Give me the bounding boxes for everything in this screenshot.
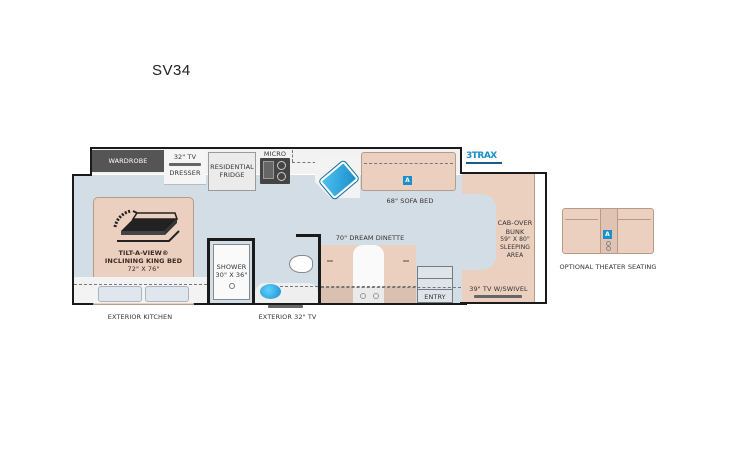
micro-label: MICRO xyxy=(263,150,287,158)
pillow xyxy=(145,286,189,302)
residential-fridge: RESIDENTIAL FRIDGE xyxy=(208,152,256,191)
bedroom-tv-label: 32" TV xyxy=(173,153,197,161)
floorplan-title: SV34 xyxy=(152,62,191,79)
entry-dashed-line xyxy=(321,287,461,288)
shower: SHOWER 30" X 36" xyxy=(213,244,250,300)
exterior-kitchen-label: EXTERIOR KITCHEN xyxy=(107,313,173,321)
wall-top-right xyxy=(460,148,462,173)
bath-wall-top xyxy=(207,238,253,241)
exterior-tv-icon xyxy=(268,305,303,308)
seat-armrest xyxy=(403,260,409,262)
sofa-fold-line xyxy=(364,163,453,164)
wardrobe-label: WARDROBE xyxy=(108,157,148,165)
wall-top-cab xyxy=(460,172,547,174)
bath-wall-mid xyxy=(252,238,255,304)
dinette-label: 70" DREAM DINETTE xyxy=(335,234,405,242)
cab-over-bunk: CAB-OVER BUNK 59" X 80" SLEEPING AREA 39… xyxy=(462,174,535,302)
front-tv-icon xyxy=(474,295,522,298)
bed-label-1: TILT-A-VIEW® xyxy=(118,249,169,257)
entry-label: ENTRY xyxy=(424,293,446,301)
dinette-table xyxy=(353,245,384,287)
bath-wall-left xyxy=(207,238,210,304)
3trax-logo-text: 3TRAX xyxy=(466,151,497,161)
pillow xyxy=(98,286,142,302)
front-tv-label: 39" TV W/SWIVEL xyxy=(469,285,528,293)
shower-drain-icon xyxy=(228,283,235,289)
seat-armrest xyxy=(327,260,333,262)
entry-steps: ENTRY xyxy=(417,266,453,303)
vanity-dashed-line xyxy=(280,286,318,287)
exterior-tv-label: EXTERIOR 32" TV xyxy=(258,313,317,321)
wall-left xyxy=(72,174,74,305)
shower-label-2: 30" X 36" xyxy=(215,271,248,279)
tilt-bed-icon xyxy=(113,209,180,242)
counter-edge xyxy=(292,150,293,162)
wall-bottom xyxy=(72,303,467,305)
theater-badge: A xyxy=(603,230,612,239)
wall-bottom-cab xyxy=(460,302,547,304)
wardrobe: WARDROBE xyxy=(92,150,164,172)
bath-wall-right xyxy=(318,234,321,304)
optional-theater-seating: A xyxy=(562,208,654,254)
bed-label-3: 72" X 76" xyxy=(127,265,160,273)
cupholder-icon xyxy=(360,293,366,299)
cupholder-icon xyxy=(373,293,379,299)
wall-right-cab xyxy=(545,172,547,303)
sofa-label: 68" SOFA BED xyxy=(386,197,434,205)
sofa-badge: A xyxy=(403,176,412,185)
shower-label-1: SHOWER xyxy=(216,263,247,271)
cab-floor-cutout xyxy=(462,194,496,270)
bunk-label-2: BUNK xyxy=(505,228,525,236)
dinette-dashed-line xyxy=(321,286,416,287)
cupholder-icon xyxy=(606,246,611,251)
slideout-left-wall xyxy=(90,147,92,175)
wall-top-left xyxy=(72,174,92,176)
bunk-label-4: SLEEPING xyxy=(499,244,531,251)
bedroom-tv-icon xyxy=(169,163,201,166)
dresser: 32" TV DRESSER xyxy=(164,150,206,185)
bed-label-2: INCLINING KING BED xyxy=(104,257,183,265)
dinette-base-center xyxy=(353,287,384,303)
dinette xyxy=(321,245,416,303)
cupholder-icon xyxy=(606,241,611,246)
optional-theater-label: OPTIONAL THEATER SEATING xyxy=(559,263,657,271)
seat-back xyxy=(565,209,598,220)
cab-window xyxy=(535,174,545,302)
storage-dashed-line xyxy=(74,284,207,285)
bunk-label-5: AREA xyxy=(506,252,524,259)
slideout-top-wall xyxy=(90,147,462,149)
3trax-logo-bar xyxy=(466,162,502,164)
burner-icon xyxy=(277,172,286,181)
seat-back xyxy=(618,209,651,220)
sofa-bed: A xyxy=(361,152,456,191)
bath-wall-right-top xyxy=(296,234,320,237)
fridge-label-1: RESIDENTIAL xyxy=(210,163,254,171)
toilet-icon xyxy=(289,255,313,273)
bunk-label-1: CAB-OVER xyxy=(497,219,533,227)
dresser-label: DRESSER xyxy=(169,169,201,177)
bunk-label-3: 59" X 80" xyxy=(500,236,530,243)
fridge-label-2: FRIDGE xyxy=(219,171,245,179)
microwave-icon xyxy=(263,161,274,179)
burner-icon xyxy=(277,161,286,170)
3trax-logo: 3TRAX xyxy=(466,150,504,165)
entry-step xyxy=(418,267,452,279)
entry-step xyxy=(418,279,452,290)
microwave-cooktop xyxy=(260,158,290,184)
bath-sink-icon xyxy=(260,284,281,299)
